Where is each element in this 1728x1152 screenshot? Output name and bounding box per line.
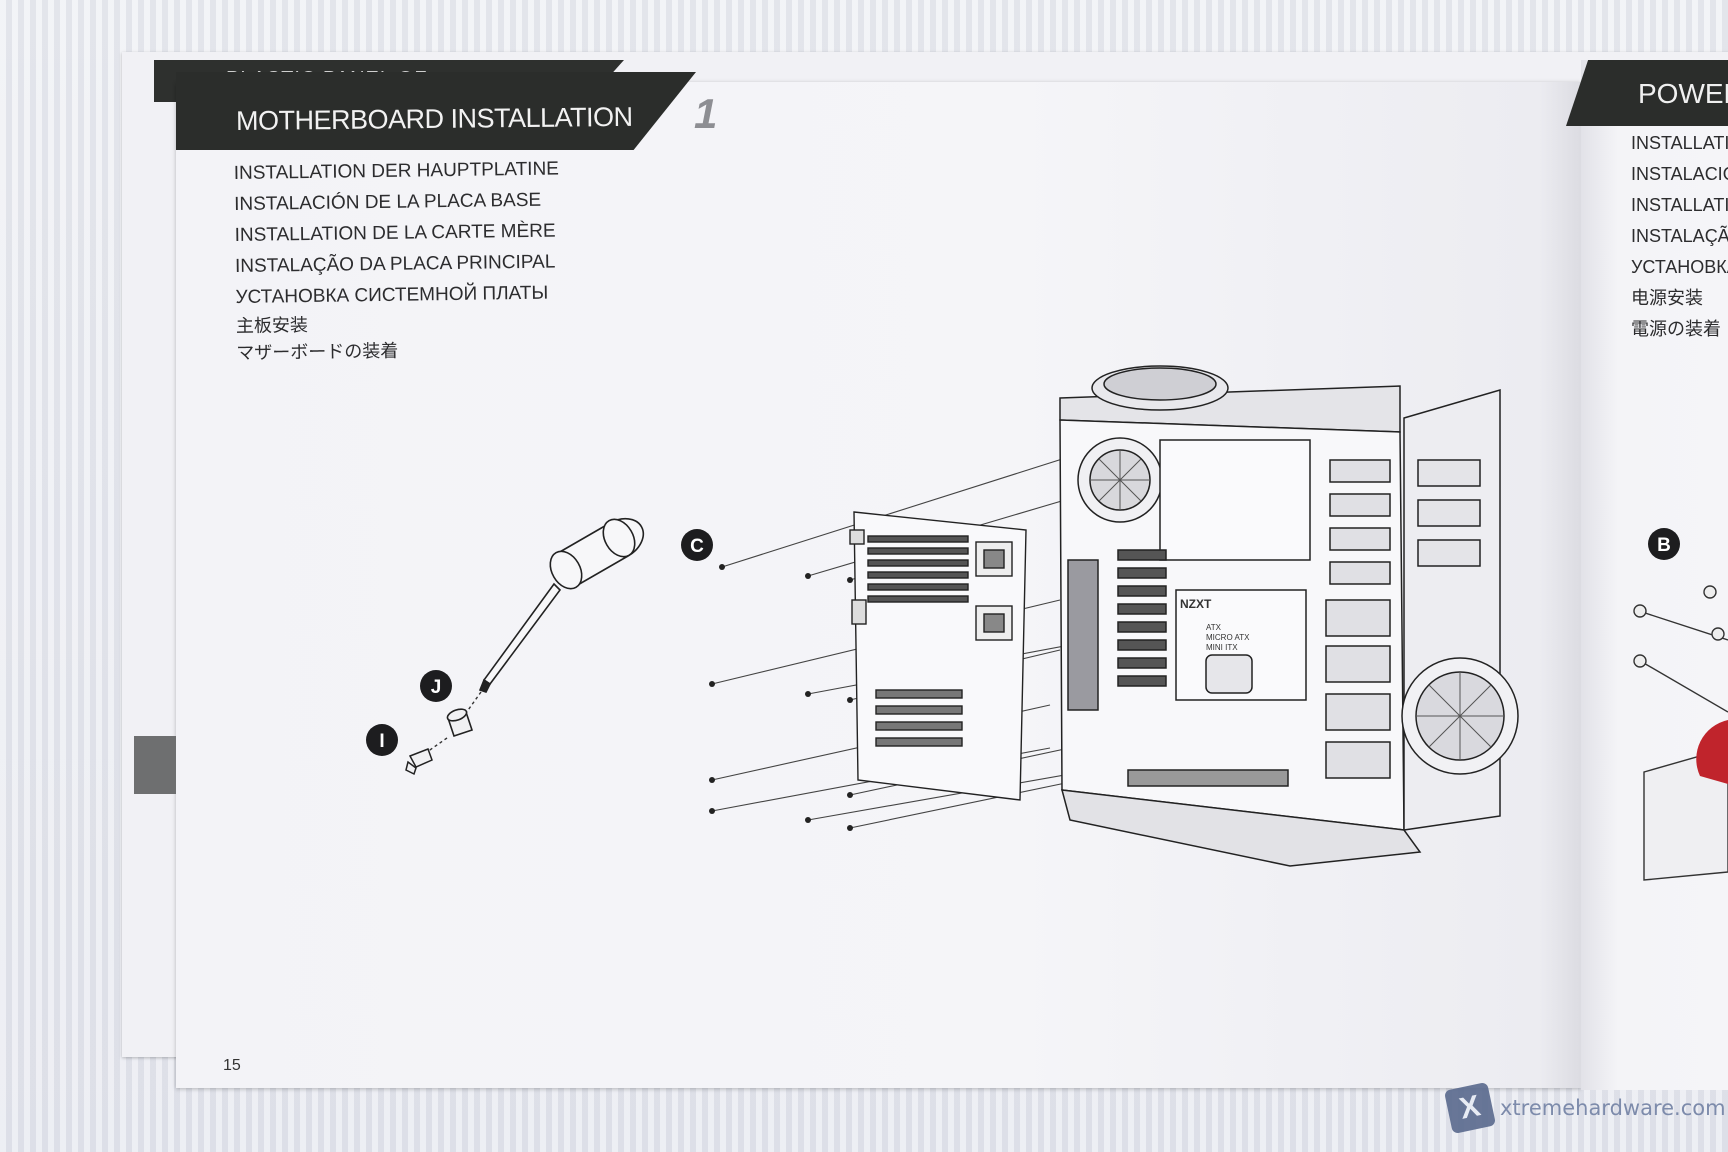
callout-b-label: B [1657, 535, 1671, 556]
right-translation-german: INSTALLATIO [1631, 133, 1728, 153]
callout-i: I [366, 724, 398, 756]
screwdriver-icon [478, 517, 645, 693]
psu-icon [1643, 720, 1728, 881]
watermark-logo-icon: X [1443, 1081, 1497, 1135]
page-number: 15 [223, 1057, 241, 1074]
motherboard-icon [849, 511, 1027, 801]
screw-dots [709, 564, 853, 831]
case-brand-label: NZXT [1180, 597, 1212, 611]
right-translation-chinese: 电源安装 [1631, 288, 1703, 308]
side-index-tab [134, 736, 176, 794]
callout-j-label: J [431, 677, 442, 698]
right-translation-russian: УСТАНОВКА [1631, 257, 1728, 277]
screw-icon [405, 748, 433, 776]
callout-i-label: I [379, 731, 384, 752]
case-micro-atx-label: MICRO ATX [1206, 633, 1250, 642]
watermark: X xtremehardware.com [1443, 1081, 1726, 1135]
right-translation-spanish: INSTALACIÓ [1631, 164, 1728, 184]
right-translation-japanese: 電源の装着 [1631, 319, 1721, 339]
callout-b: B [1648, 528, 1680, 560]
right-page-screws [1633, 585, 1728, 713]
right-translation-french: INSTALLATIO [1631, 195, 1728, 215]
callout-c-label: C [690, 536, 704, 557]
right-header-bar [1566, 60, 1728, 126]
right-page-title: POWER [1638, 78, 1728, 109]
pc-case-icon [1059, 365, 1519, 867]
standoff-icon [446, 708, 474, 738]
step-number: 1 [694, 90, 718, 137]
header-bar [176, 72, 696, 150]
callout-c: C [681, 529, 713, 561]
case-atx-label: ATX [1206, 623, 1222, 632]
case-mini-itx-label: MINI ITX [1206, 643, 1238, 652]
right-translation-list: INSTALLATIO INSTALACIÓ INSTALLATIO INSTA… [1631, 128, 1728, 345]
callout-j: J [420, 670, 452, 702]
right-translation-portuguese: INSTALAÇÃ [1631, 226, 1728, 246]
watermark-text: xtremehardware.com [1500, 1096, 1726, 1120]
manual-right-page [1581, 60, 1728, 1090]
